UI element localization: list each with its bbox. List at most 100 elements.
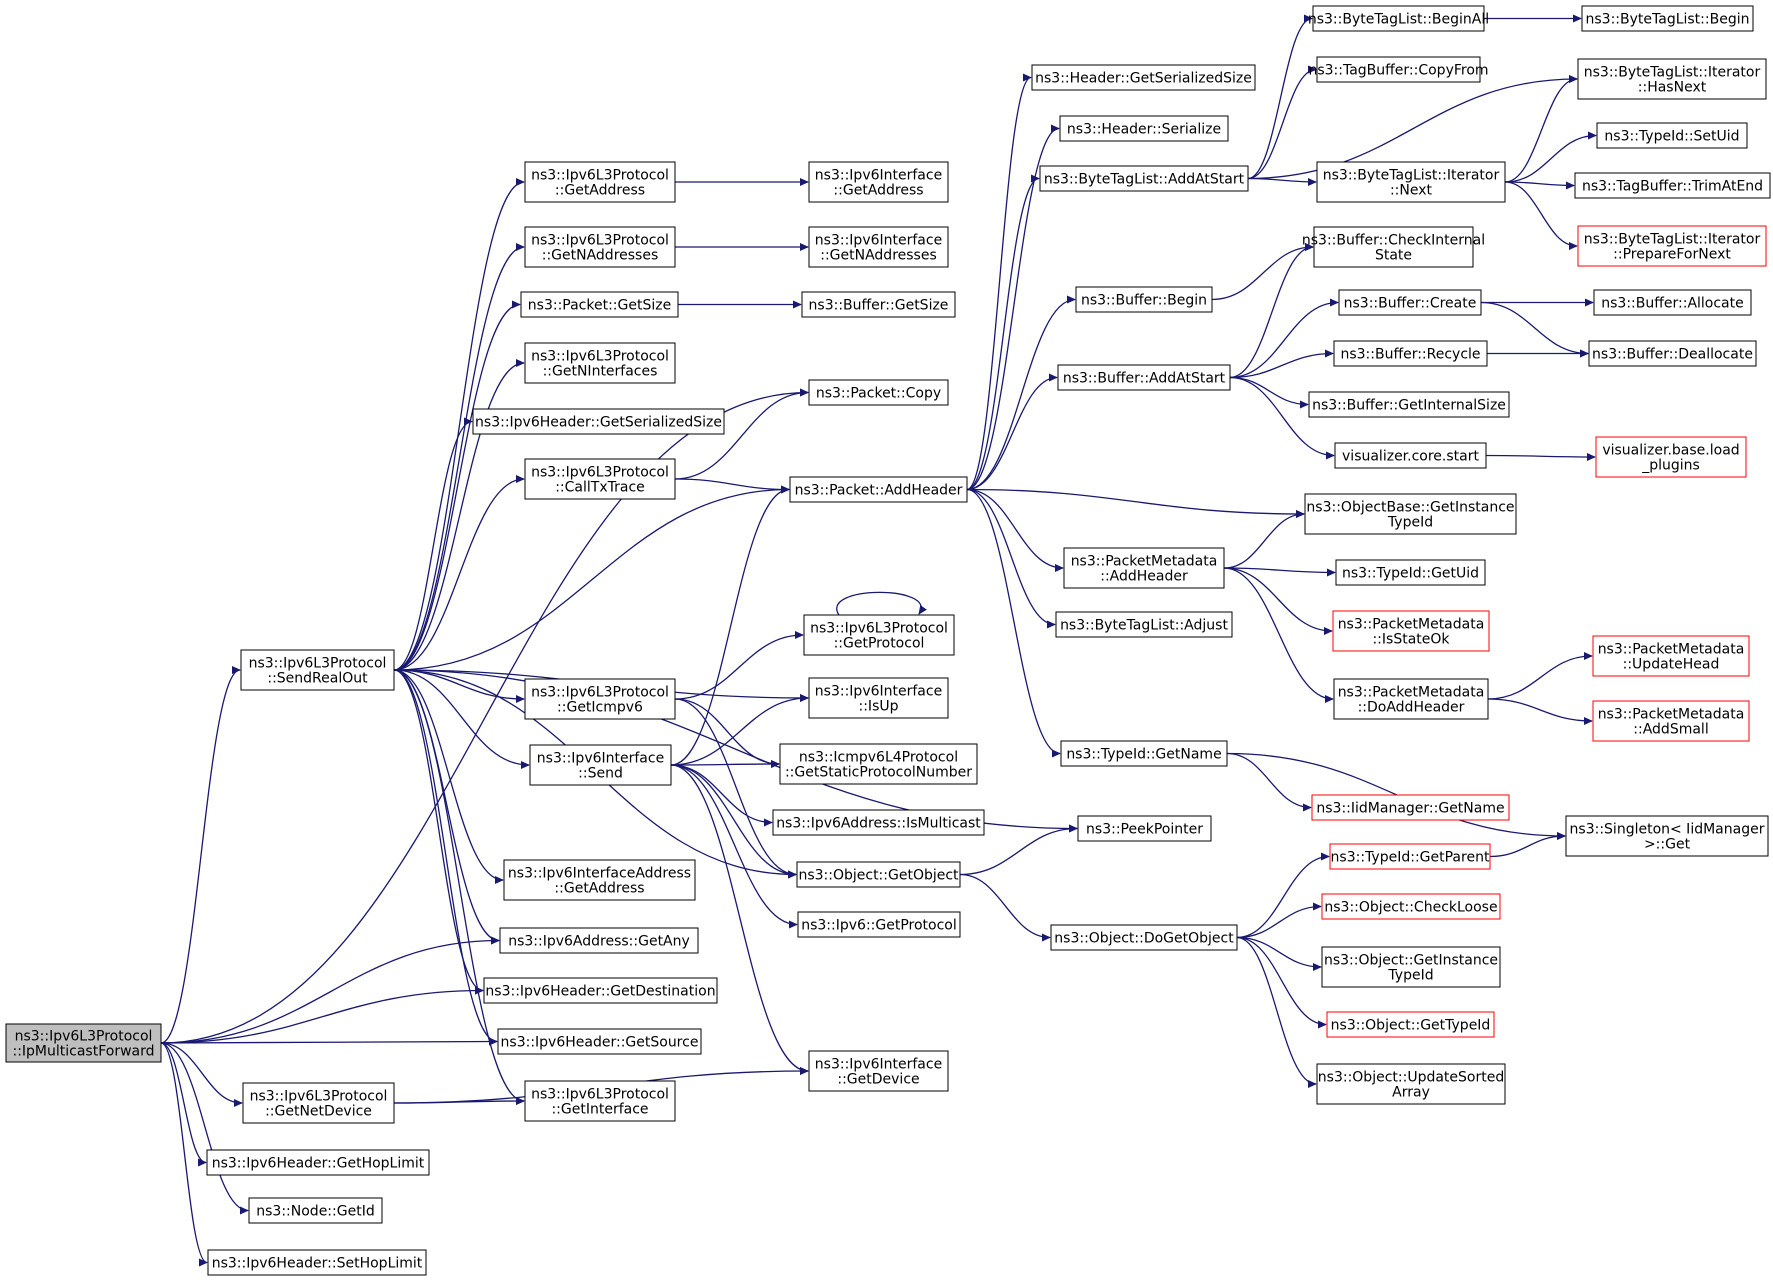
node-box[interactable]: [1592, 700, 1750, 742]
node-box[interactable]: [1329, 843, 1491, 870]
node-box[interactable]: [779, 743, 978, 785]
node-ifGetDevice[interactable]: ns3::Ipv6Interface::GetDevice: [808, 1050, 949, 1092]
node-ifGetAddress[interactable]: ns3::Ipv6Interface::GetAddress: [808, 161, 949, 203]
node-box[interactable]: [1075, 286, 1213, 313]
node-tidSetUid[interactable]: ns3::TypeId::SetUid: [1596, 122, 1748, 149]
node-box[interactable]: [524, 342, 676, 384]
node-box[interactable]: [206, 1149, 430, 1176]
node-l3GetNAddresses[interactable]: ns3::Ipv6L3Protocol::GetNAddresses: [524, 226, 676, 268]
node-box[interactable]: [1588, 340, 1757, 367]
node-box[interactable]: [1316, 161, 1506, 203]
node-pktGetSize[interactable]: ns3::Packet::GetSize: [520, 291, 679, 318]
node-box[interactable]: [1574, 172, 1771, 199]
node-box[interactable]: [808, 1050, 949, 1092]
node-pmUpdateHead[interactable]: ns3::PacketMetadata::UpdateHead: [1592, 635, 1750, 677]
node-box[interactable]: [1321, 946, 1501, 988]
node-pktAddHeader[interactable]: ns3::Packet::AddHeader: [789, 476, 968, 503]
node-l3GetNInterfaces[interactable]: ns3::Ipv6L3Protocol::GetNInterfaces: [524, 342, 676, 384]
node-box[interactable]: [1332, 610, 1490, 652]
node-iidGetName[interactable]: ns3::IidManager::GetName: [1311, 794, 1510, 821]
node-box[interactable]: [808, 226, 949, 268]
node-box[interactable]: [1565, 815, 1769, 857]
node-tbTrimAtEnd[interactable]: ns3::TagBuffer::TrimAtEnd: [1574, 172, 1771, 199]
node-ifGetNAddresses[interactable]: ns3::Ipv6Interface::GetNAddresses: [808, 226, 949, 268]
node-box[interactable]: [1595, 436, 1747, 478]
node-bufGetInternalSize[interactable]: ns3::Buffer::GetInternalSize: [1308, 391, 1510, 418]
node-box[interactable]: [499, 927, 699, 954]
node-box[interactable]: [524, 226, 676, 268]
node-box[interactable]: [1335, 559, 1486, 586]
node-ifIsUp[interactable]: ns3::Ipv6Interface::IsUp: [808, 677, 949, 719]
node-box[interactable]: [1060, 740, 1228, 767]
node-hdrGetSerializedSize[interactable]: ns3::Header::GetSerializedSize: [1031, 64, 1256, 91]
node-vizCoreStart[interactable]: visualizer.core.start: [1334, 442, 1487, 469]
node-box[interactable]: [1334, 442, 1487, 469]
node-addrGetAny[interactable]: ns3::Ipv6Address::GetAny: [499, 927, 699, 954]
node-box[interactable]: [796, 861, 961, 888]
node-ifAddrGetAddress[interactable]: ns3::Ipv6InterfaceAddress::GetAddress: [503, 859, 696, 901]
node-peekPointer[interactable]: ns3::PeekPointer: [1077, 815, 1212, 842]
node-pmIsStateOk[interactable]: ns3::PacketMetadata::IsStateOk: [1332, 610, 1490, 652]
node-hdrGetSerSize[interactable]: ns3::Ipv6Header::GetSerializedSize: [472, 408, 725, 435]
node-box[interactable]: [1581, 5, 1754, 32]
node-ifSend[interactable]: ns3::Ipv6Interface::Send: [529, 744, 672, 786]
node-box[interactable]: [1311, 794, 1510, 821]
node-l3GetProtocol[interactable]: ns3::Ipv6L3Protocol::GetProtocol: [803, 614, 955, 656]
node-addrIsMulticast[interactable]: ns3::Ipv6Address::IsMulticast: [772, 809, 985, 836]
node-root[interactable]: ns3::Ipv6L3Protocol::IpMulticastForward: [5, 1023, 162, 1063]
node-box[interactable]: [240, 649, 395, 691]
node-box[interactable]: [1077, 815, 1212, 842]
node-box[interactable]: [1577, 225, 1767, 267]
node-bufAllocate[interactable]: ns3::Buffer::Allocate: [1593, 289, 1752, 316]
node-tbCopyFrom[interactable]: ns3::TagBuffer::CopyFrom: [1308, 56, 1489, 83]
node-btlAddAtStart[interactable]: ns3::ByteTagList::AddAtStart: [1039, 165, 1249, 192]
node-vizLoadPlugins[interactable]: visualizer.base.load_plugins: [1595, 436, 1747, 478]
node-btlItNext[interactable]: ns3::ByteTagList::Iterator::Next: [1316, 161, 1506, 203]
node-box[interactable]: [1321, 893, 1501, 920]
node-box[interactable]: [483, 977, 718, 1004]
node-icmpGetStatic[interactable]: ns3::Icmpv6L4Protocol::GetStaticProtocol…: [779, 743, 978, 785]
node-objGetObject[interactable]: ns3::Object::GetObject: [796, 861, 961, 888]
node-objCheckLoose[interactable]: ns3::Object::CheckLoose: [1321, 893, 1501, 920]
node-box[interactable]: [1050, 924, 1238, 951]
node-box[interactable]: [1313, 226, 1474, 268]
node-btlItHasNext[interactable]: ns3::ByteTagList::Iterator::HasNext: [1577, 58, 1767, 100]
node-box[interactable]: [808, 379, 949, 406]
node-box[interactable]: [520, 291, 679, 318]
node-box[interactable]: [472, 408, 725, 435]
node-bufRecycle[interactable]: ns3::Buffer::Recycle: [1333, 340, 1488, 367]
node-box[interactable]: [1592, 635, 1750, 677]
node-box[interactable]: [808, 677, 949, 719]
node-box[interactable]: [524, 1080, 676, 1122]
node-bufCreate[interactable]: ns3::Buffer::Create: [1338, 289, 1482, 316]
node-box[interactable]: [1333, 678, 1489, 720]
node-box[interactable]: [1338, 289, 1482, 316]
node-hdrSerialize[interactable]: ns3::Header::Serialize: [1059, 115, 1229, 142]
node-pmDoAddHeader[interactable]: ns3::PacketMetadata::DoAddHeader: [1333, 678, 1489, 720]
node-pktCopy[interactable]: ns3::Packet::Copy: [808, 379, 949, 406]
node-box[interactable]: [1031, 64, 1256, 91]
node-box[interactable]: [803, 614, 955, 656]
node-box[interactable]: [1308, 391, 1510, 418]
node-box[interactable]: [524, 458, 676, 500]
node-getIcmpv6[interactable]: ns3::Ipv6L3Protocol::GetIcmpv6: [524, 678, 676, 720]
node-ipv6GetProtocol[interactable]: ns3::Ipv6::GetProtocol: [797, 911, 961, 938]
node-pmAddHeader[interactable]: ns3::PacketMetadata::AddHeader: [1063, 547, 1225, 589]
node-box[interactable]: [797, 911, 961, 938]
node-box[interactable]: [497, 1028, 702, 1055]
node-btlBegin[interactable]: ns3::ByteTagList::Begin: [1581, 5, 1754, 32]
node-l3GetAddress[interactable]: ns3::Ipv6L3Protocol::GetAddress: [524, 161, 676, 203]
node-box[interactable]: [1039, 165, 1249, 192]
node-nodeGetId[interactable]: ns3::Node::GetId: [248, 1197, 383, 1224]
node-tidGetParent[interactable]: ns3::TypeId::GetParent: [1329, 843, 1491, 870]
node-box[interactable]: [248, 1197, 383, 1224]
node-tidGetName[interactable]: ns3::TypeId::GetName: [1060, 740, 1228, 767]
node-box[interactable]: [1312, 5, 1485, 32]
node-btlItPrepare[interactable]: ns3::ByteTagList::Iterator::PrepareForNe…: [1577, 225, 1767, 267]
node-pmAddSmall[interactable]: ns3::PacketMetadata::AddSmall: [1592, 700, 1750, 742]
node-box[interactable]: [1063, 547, 1225, 589]
node-l3GetInterface[interactable]: ns3::Ipv6L3Protocol::GetInterface: [524, 1080, 676, 1122]
